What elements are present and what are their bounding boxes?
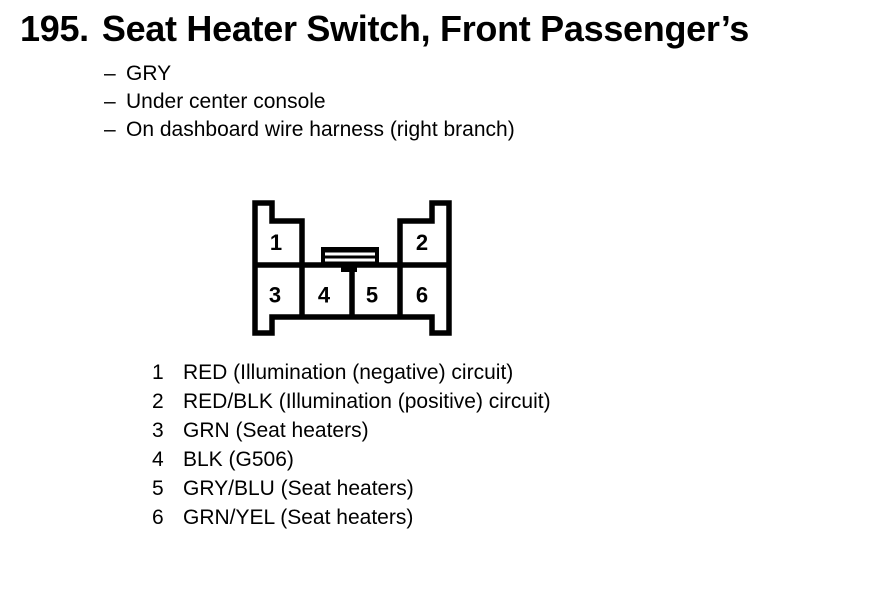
item-number: 195.	[20, 8, 89, 49]
detail-text: On dashboard wire harness (right branch)	[126, 118, 515, 141]
pin-number: 4	[318, 283, 331, 308]
connector-latch-slots	[325, 252, 375, 262]
pinout-row: 5 GRY/BLU (Seat heaters)	[152, 474, 551, 503]
wire-description: RED/BLK (Illumination (positive) circuit…	[183, 390, 551, 413]
pinout-row: 6 GRN/YEL (Seat heaters)	[152, 503, 551, 532]
connector-diagram: 1 2 3 4 5 6	[252, 200, 452, 336]
pin-number: 2	[416, 230, 428, 255]
connector-latch	[321, 247, 379, 265]
pin-number-label: 6	[152, 506, 164, 529]
wire-description: GRN (Seat heaters)	[183, 419, 369, 442]
wire-description: RED (Illumination (negative) circuit)	[183, 361, 514, 384]
pinout-row: 4 BLK (G506)	[152, 445, 551, 474]
pin-number-label: 2	[152, 390, 164, 413]
pinout-legend: 1 RED (Illumination (negative) circuit) …	[152, 358, 551, 532]
connector-dividers	[255, 262, 449, 317]
page-title: Seat Heater Switch, Front Passenger’s	[101, 8, 750, 49]
detail-list: – GRY – Under center console – On dashbo…	[104, 60, 515, 144]
pin-number-label: 4	[152, 448, 164, 471]
section-header: 195. Seat Heater Switch, Front Passenger…	[20, 8, 749, 50]
wire-description: GRN/YEL (Seat heaters)	[183, 506, 414, 529]
connector-outline	[252, 200, 452, 336]
wire-description: BLK (G506)	[183, 448, 294, 471]
bullet-dash: –	[104, 90, 116, 113]
wire-description: GRY/BLU (Seat heaters)	[183, 477, 414, 500]
detail-item: – Under center console	[104, 88, 515, 116]
pinout-row: 1 RED (Illumination (negative) circuit)	[152, 358, 551, 387]
detail-item: – GRY	[104, 60, 515, 88]
detail-item: – On dashboard wire harness (right branc…	[104, 116, 515, 144]
pin-number: 5	[366, 283, 378, 308]
bullet-dash: –	[104, 62, 116, 85]
connector-latch-nub	[341, 266, 357, 272]
pin-number: 3	[269, 283, 281, 308]
detail-text: Under center console	[126, 90, 326, 113]
pin-number-label: 3	[152, 419, 164, 442]
bullet-dash: –	[104, 118, 116, 141]
pin-number: 1	[270, 230, 282, 255]
pinout-row: 2 RED/BLK (Illumination (positive) circu…	[152, 387, 551, 416]
pinout-row: 3 GRN (Seat heaters)	[152, 416, 551, 445]
pin-number: 6	[416, 283, 428, 308]
detail-text: GRY	[126, 62, 172, 85]
pin-number-label: 5	[152, 477, 164, 500]
pin-number-label: 1	[152, 361, 164, 384]
